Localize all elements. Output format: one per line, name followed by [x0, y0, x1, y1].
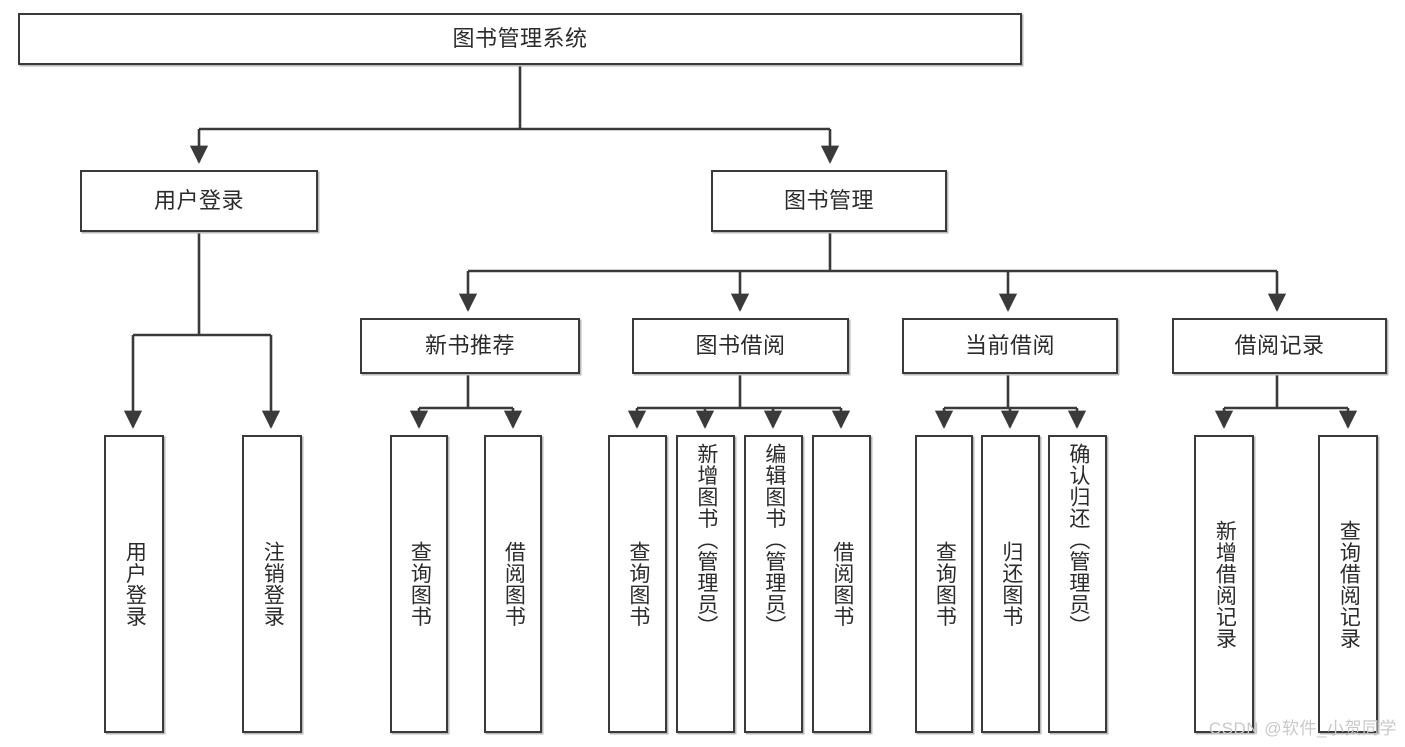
node-leaf-query-borrow-record[interactable]: 查询借阅记录 [1318, 435, 1378, 733]
csdn-watermark: CSDN @软件_小贺同学 [1208, 719, 1397, 738]
node-label: 借阅图书 [502, 541, 526, 627]
node-label: 查询借阅记录 [1337, 519, 1361, 649]
node-book-management-system[interactable]: 图书管理系统 [18, 13, 1022, 65]
node-label: 用户登录 [123, 541, 147, 627]
node-leaf-query-book-borrow[interactable]: 查询图书 [608, 435, 667, 733]
node-leaf-user-login[interactable]: 用户登录 [104, 435, 164, 733]
node-leaf-edit-book-admin[interactable]: 编辑图书（管理员） [744, 435, 803, 733]
node-leaf-borrow-book-recommend[interactable]: 借阅图书 [484, 435, 542, 733]
node-label: 用户登录 [153, 188, 244, 214]
node-leaf-return-book[interactable]: 归还图书 [981, 435, 1040, 733]
node-label: 新增图书（管理员） [694, 443, 718, 637]
node-current-borrow[interactable]: 当前借阅 [902, 318, 1118, 374]
node-book-borrow[interactable]: 图书借阅 [632, 318, 849, 374]
node-label: 注销登录 [261, 541, 285, 627]
node-label: 查询图书 [626, 541, 650, 627]
node-user-login[interactable]: 用户登录 [80, 170, 318, 232]
node-label: 新增借阅记录 [1213, 519, 1237, 649]
node-leaf-borrow-book[interactable]: 借阅图书 [812, 435, 871, 733]
node-label: 归还图书 [999, 541, 1023, 627]
node-label: 编辑图书（管理员） [762, 443, 786, 637]
node-label: 图书管理系统 [452, 26, 588, 52]
node-leaf-query-book-recommend[interactable]: 查询图书 [390, 435, 448, 733]
node-label: 确认归还（管理员） [1066, 443, 1090, 637]
node-label: 查询图书 [933, 541, 957, 627]
node-leaf-add-borrow-record[interactable]: 新增借阅记录 [1194, 435, 1254, 733]
node-leaf-query-book-current[interactable]: 查询图书 [915, 435, 973, 733]
node-leaf-add-book-admin[interactable]: 新增图书（管理员） [676, 435, 735, 733]
node-book-manage[interactable]: 图书管理 [711, 170, 947, 232]
node-label: 新书推荐 [424, 333, 515, 359]
node-label: 借阅图书 [830, 541, 854, 627]
node-borrow-record[interactable]: 借阅记录 [1172, 318, 1387, 374]
node-leaf-confirm-return-admin[interactable]: 确认归还（管理员） [1048, 435, 1107, 733]
node-label: 图书借阅 [695, 333, 786, 359]
node-label: 当前借阅 [964, 333, 1055, 359]
node-label: 借阅记录 [1234, 333, 1325, 359]
node-label: 查询图书 [408, 541, 432, 627]
node-new-book-recommend[interactable]: 新书推荐 [360, 318, 580, 374]
node-leaf-logout-login[interactable]: 注销登录 [242, 435, 302, 733]
node-label: 图书管理 [783, 188, 874, 214]
